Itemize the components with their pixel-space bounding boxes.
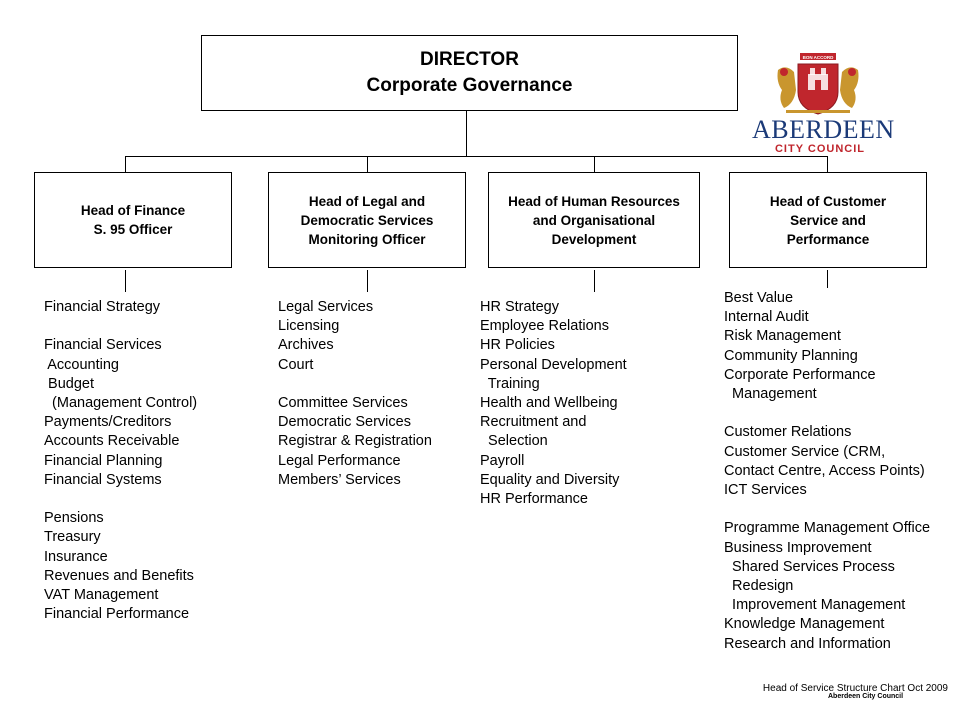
head-finance-line-2: S. 95 Officer bbox=[93, 222, 173, 237]
responsibility-item: Risk Management bbox=[724, 328, 841, 345]
responsibility-item: Treasury bbox=[44, 529, 101, 546]
head-hr-box: Head of Human Resources and Organisation… bbox=[488, 172, 700, 268]
responsibility-item: HR Policies bbox=[480, 337, 555, 354]
drop-line-legal bbox=[367, 156, 368, 172]
responsibility-item: Legal Services bbox=[278, 299, 374, 315]
director-title: DIRECTOR bbox=[420, 49, 519, 70]
responsibility-item: Registrar & Registration bbox=[278, 433, 432, 450]
head-customer-line-3: Performance bbox=[786, 231, 870, 247]
head-hr-line-1: Head of Human Resources bbox=[508, 193, 680, 209]
responsibility-item: Archives bbox=[278, 337, 334, 354]
aberdeen-coat-of-arms-logo: BON ACCORD bbox=[777, 53, 859, 115]
director-subtitle: Corporate Governance bbox=[366, 75, 573, 96]
responsibility-item: Internal Audit bbox=[724, 309, 809, 326]
responsibility-item: Customer Relations bbox=[724, 424, 852, 441]
drop-line-finance bbox=[125, 156, 126, 172]
responsibility-item: Financial Performance bbox=[44, 606, 190, 623]
head-hr-line-3: Development bbox=[551, 231, 637, 247]
responsibility-item: Improvement Management bbox=[724, 597, 906, 614]
logo-banner-text: BON ACCORD bbox=[803, 55, 835, 60]
logo-subtitle: CITY COUNCIL bbox=[774, 143, 866, 155]
responsibility-item: VAT Management bbox=[44, 587, 159, 604]
stub-legal bbox=[367, 270, 368, 292]
responsibility-item bbox=[44, 490, 197, 509]
responsibility-item: Personal Development bbox=[480, 356, 627, 373]
responsibility-item: Programme Management Office bbox=[724, 520, 931, 537]
responsibility-item: Business Improvement bbox=[724, 539, 872, 556]
logo-right-supporter bbox=[840, 67, 859, 108]
responsibility-item: Selection bbox=[480, 433, 548, 450]
head-customer-box: Head of Customer Service and Performance bbox=[729, 172, 927, 268]
responsibility-item: Employee Relations bbox=[480, 318, 609, 335]
head-hr-line-2: and Organisational bbox=[532, 212, 656, 228]
logo-banner bbox=[800, 53, 836, 60]
responsibility-item: Knowledge Management bbox=[724, 616, 885, 633]
footer-caption: Head of Service Structure Chart Oct 2009 bbox=[762, 683, 948, 694]
head-legal-line-1: Head of Legal and bbox=[308, 193, 426, 209]
responsibility-item: Contact Centre, Access Points) bbox=[724, 462, 925, 479]
stub-customer bbox=[827, 270, 828, 288]
responsibility-item: HR Performance bbox=[480, 491, 588, 508]
responsibility-item: Training bbox=[480, 375, 540, 392]
responsibility-item: Corporate Performance bbox=[724, 366, 876, 383]
stub-hr bbox=[594, 270, 595, 292]
responsibility-item: Research and Information bbox=[724, 635, 891, 652]
responsibility-item: Committee Services bbox=[278, 395, 408, 411]
responsibility-item: Budget bbox=[44, 375, 94, 392]
stub-finance bbox=[125, 270, 126, 292]
head-customer-line-1: Head of Customer bbox=[769, 193, 887, 209]
logo-left-supporter bbox=[777, 67, 796, 108]
responsibility-item: Members’ Services bbox=[278, 471, 401, 488]
responsibility-item: Community Planning bbox=[724, 347, 858, 364]
head-legal-line-3: Monitoring Officer bbox=[308, 231, 426, 247]
head-customer-line-2: Service and bbox=[790, 212, 866, 228]
responsibility-item: Customer Service (CRM, bbox=[724, 443, 886, 460]
responsibility-item: Payroll bbox=[480, 452, 525, 469]
responsibility-item: Democratic Services bbox=[278, 414, 411, 431]
head-legal-line-2: Democratic Services bbox=[300, 212, 434, 228]
responsibility-item: Insurance bbox=[44, 548, 108, 565]
responsibility-item bbox=[44, 317, 197, 336]
responsibility-item bbox=[724, 500, 930, 519]
responsibility-item: Management bbox=[724, 386, 817, 403]
director-box: DIRECTOR Corporate Governance bbox=[201, 35, 738, 111]
responsibility-item: Licensing bbox=[278, 318, 340, 335]
footer-organisation: Aberdeen City Council bbox=[828, 693, 904, 700]
responsibility-item bbox=[278, 375, 432, 394]
responsibility-item: Shared Services Process bbox=[724, 558, 895, 575]
responsibility-item: Legal Performance bbox=[278, 452, 401, 469]
responsibility-item: ICT Services bbox=[724, 482, 807, 499]
responsibility-item: Best Value bbox=[724, 290, 794, 306]
logo-wordmark: ABERDEEN bbox=[752, 115, 895, 144]
responsibility-item: Pensions bbox=[44, 510, 104, 527]
responsibility-item: Accounting bbox=[44, 356, 119, 373]
horizontal-connector bbox=[125, 156, 828, 157]
head-finance-line-1: Head of Finance bbox=[80, 203, 186, 218]
responsibility-item: Health and Wellbeing bbox=[480, 395, 618, 412]
responsibility-item: Financial Planning bbox=[44, 452, 163, 469]
responsibility-item bbox=[724, 404, 930, 423]
responsibility-item: Revenues and Benefits bbox=[44, 567, 194, 584]
head-finance-box: Head of Finance S. 95 Officer bbox=[34, 172, 232, 268]
director-down-line bbox=[466, 111, 467, 157]
responsibility-item: Financial Systems bbox=[44, 471, 162, 488]
responsibility-item: Accounts Receivable bbox=[44, 433, 180, 450]
responsibility-item: Financial Strategy bbox=[44, 299, 161, 315]
responsibility-item: Court bbox=[278, 356, 314, 373]
responsibility-item: Equality and Diversity bbox=[480, 471, 620, 488]
responsibility-item: Payments/Creditors bbox=[44, 414, 172, 431]
responsibility-item: (Management Control) bbox=[44, 395, 198, 411]
responsibility-item: HR Strategy bbox=[480, 299, 559, 315]
responsibility-item: Financial Services bbox=[44, 337, 162, 354]
responsibility-item: Recruitment and bbox=[480, 414, 587, 431]
drop-line-customer bbox=[827, 156, 828, 172]
responsibility-item: Redesign bbox=[724, 578, 794, 595]
drop-line-hr bbox=[594, 156, 595, 172]
head-legal-box: Head of Legal and Democratic Services Mo… bbox=[268, 172, 466, 268]
